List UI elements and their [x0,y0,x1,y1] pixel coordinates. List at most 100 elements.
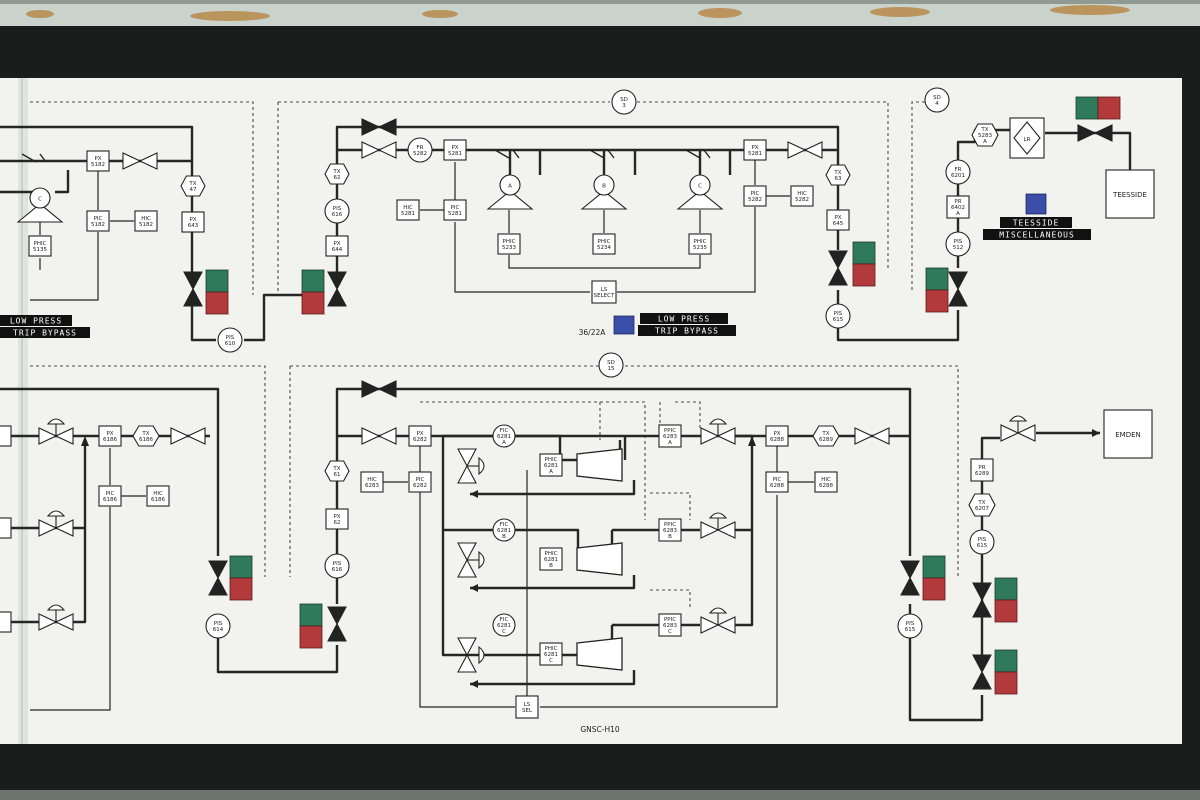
valve-top-center-outlet-trip[interactable] [828,250,848,286]
svg-text:6282: 6282 [413,437,427,443]
lamp-top-right-2[interactable] [1075,96,1121,120]
svg-text:C: C [502,629,506,635]
svg-text:EMDEN: EMDEN [1115,431,1141,439]
svg-text:A: A [508,184,512,190]
lamp-top-center-1[interactable] [301,269,325,315]
panel-edge-strip [18,78,28,744]
svg-text:A: A [549,469,553,475]
valve-bottom-center-bypass[interactable] [361,380,397,398]
valve-top-center-outlet[interactable] [787,141,823,159]
tag-low-press-left-2: TRIP BYPASS [0,327,90,338]
svg-text:PHIC: PHIC [545,646,558,652]
svg-text:5282: 5282 [413,151,427,157]
ctrl-valve-bottom-left-2[interactable] [38,510,74,537]
svg-text:47: 47 [190,187,197,193]
svg-text:PX: PX [189,217,196,223]
valve-top-center-inline[interactable] [361,141,397,159]
lamp-bottom-right-2[interactable] [994,649,1018,695]
valve-top-center-trip[interactable] [327,271,347,307]
valve-top-right-trip[interactable] [948,271,968,307]
valve-bottom-center-trip[interactable] [327,606,347,642]
svg-text:A: A [668,440,672,446]
ctrl-valve-comp-bot-a[interactable] [457,448,485,484]
valve-bottom-right-trip-1[interactable] [972,582,992,618]
svg-text:HIC: HIC [141,216,151,222]
svg-text:FIC: FIC [500,617,509,623]
ctrl-valve-outlet-comp-bot-a[interactable] [700,418,736,445]
valve-bottom-center-outlet-trip[interactable] [900,560,920,596]
comp-top-b: B [580,174,628,210]
valve-top-center-bypass[interactable] [361,118,397,136]
svg-text:5182: 5182 [139,222,153,228]
lamp-top-right-1[interactable] [925,267,949,313]
blue-lamp-teesside[interactable] [1025,193,1047,215]
ctrl-valve-bottom-left-1[interactable] [38,418,74,445]
svg-text:TX: TX [332,466,340,472]
lamp-bottom-center-1[interactable] [299,603,323,649]
ctrl-valve-outlet-comp-bot-c[interactable] [700,607,736,634]
ctrl-valve-comp-bot-b[interactable] [457,542,485,578]
svg-text:TEESSIDE: TEESSIDE [1013,219,1060,228]
valve-bottom-left-outlet[interactable] [170,427,206,445]
lamp-bottom-left-1[interactable] [229,555,253,601]
svg-text:62: 62 [334,520,341,526]
valve-bottom-center-outlet[interactable] [854,427,890,445]
svg-text:PR: PR [978,465,985,471]
valve-top-left-trip[interactable] [183,271,203,307]
svg-text:6207: 6207 [975,506,989,512]
flow-arrows [81,436,756,688]
svg-text:6281: 6281 [497,528,511,534]
svg-text:5281: 5281 [401,211,415,217]
svg-text:5135: 5135 [33,247,47,253]
lamp-bottom-right-1[interactable] [994,577,1018,623]
ctrl-valve-outlet-comp-bot-b[interactable] [700,512,736,539]
svg-text:6186: 6186 [151,497,165,503]
svg-text:PHIC: PHIC [598,239,611,245]
lamp-bottom-center-2[interactable] [922,555,946,601]
ctrl-valve-bottom-left-3[interactable] [38,604,74,631]
svg-text:5234: 5234 [597,245,611,251]
svg-text:PIS: PIS [906,621,915,627]
svg-text:PX: PX [751,145,758,151]
compressor-top-left: C [16,187,64,223]
valve-bottom-center-inline[interactable] [361,427,397,445]
valve-bottom-left-trip[interactable] [208,560,228,596]
svg-text:TX: TX [821,431,829,437]
lamp-top-left-1[interactable] [205,269,229,315]
lamp-top-center-2[interactable] [852,241,876,287]
svg-text:645: 645 [833,221,844,227]
svg-text:6282: 6282 [413,483,427,489]
sd-marker-sd4: SD4 [924,87,950,113]
svg-text:6288: 6288 [819,483,833,489]
valve-top-left-inline[interactable] [122,152,158,170]
destination-emden: EMDEN [1103,409,1153,459]
ctrl-valve-emden[interactable] [1000,415,1036,442]
svg-text:PIC: PIC [416,477,425,483]
board-ref-label: GNSC-H10 [580,725,620,734]
top-rust-strip [0,4,1200,26]
valve-top-right-outlet[interactable] [1077,124,1113,142]
valve-bottom-right-trip-2[interactable] [972,654,992,690]
svg-text:PHIC: PHIC [694,239,707,245]
svg-text:A: A [983,139,987,145]
svg-text:15: 15 [608,366,615,372]
svg-text:6186: 6186 [103,497,117,503]
svg-text:616: 616 [332,567,343,573]
svg-text:PIC: PIC [451,205,460,211]
blue-lamp-center[interactable] [613,315,635,335]
ctrl-valve-comp-bot-c[interactable] [457,637,485,673]
